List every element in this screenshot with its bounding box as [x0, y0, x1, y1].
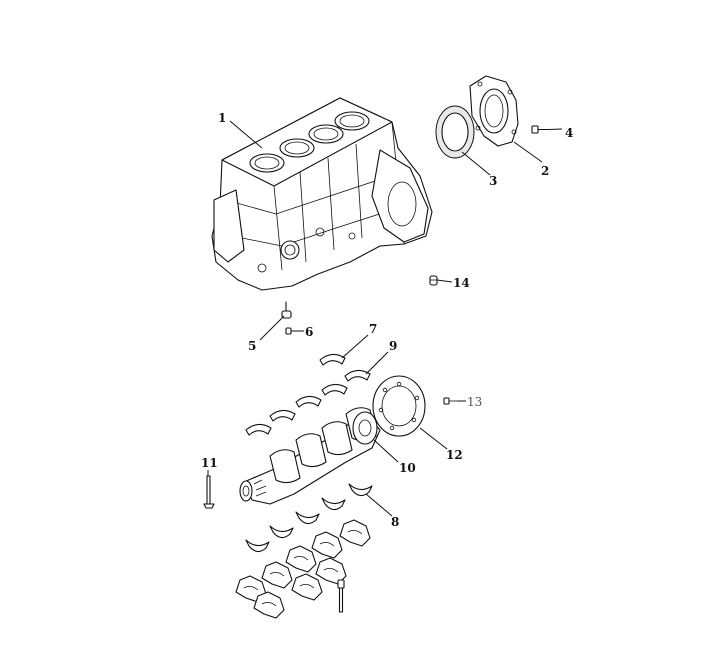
callout-3: 3: [489, 174, 497, 188]
cylinder-block: [211, 97, 433, 291]
callout-4: 4: [565, 126, 573, 140]
callout-5: 5: [248, 339, 256, 353]
callout-12: 12: [446, 448, 463, 462]
fitting-6: [285, 327, 299, 335]
main-cap-bolt: [337, 579, 345, 613]
callout-7: 7: [369, 322, 377, 336]
callout-2: 2: [541, 164, 549, 178]
callout-9: 9: [389, 339, 397, 353]
callout-8: 8: [391, 515, 399, 529]
callout-1: 1: [218, 111, 226, 125]
callout-labels: 1 2 3 4 5 6 7 8 9 10 11 12 13 14: [201, 111, 573, 529]
callout-11: 11: [201, 456, 218, 470]
upper-bearing-shells: [245, 353, 371, 436]
oil-seal-ring: [435, 105, 475, 159]
crankshaft: [239, 407, 381, 505]
bolt-13: [443, 397, 457, 405]
callout-6: 6: [305, 325, 313, 339]
callout-10: 10: [399, 461, 416, 475]
rear-seal-housing: [469, 75, 519, 147]
bolt-4: [531, 125, 549, 134]
fitting-5: [281, 301, 292, 319]
main-bearing-caps: [235, 519, 371, 619]
callout-13: 13: [467, 395, 482, 409]
flywheel-plate: [372, 375, 426, 437]
callout-14: 14: [453, 276, 470, 290]
leader-lines: [207, 120, 563, 517]
lower-bearing-shells: [245, 483, 373, 553]
plug-14: [429, 275, 438, 286]
woodruff-key: [203, 475, 215, 509]
